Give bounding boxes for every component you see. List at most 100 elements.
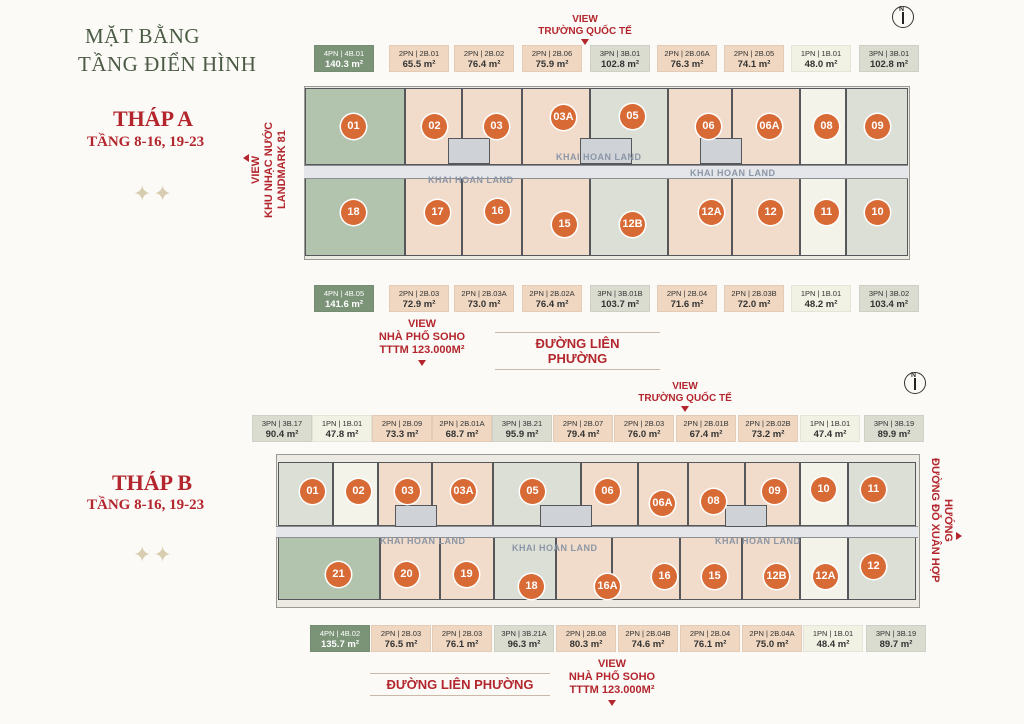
tower-b-bottom-unit-badge[interactable]: 18	[519, 574, 544, 599]
tower-b-corridor	[276, 526, 918, 538]
tower-a-bottom-unit-badge[interactable]: 10	[865, 200, 890, 225]
unit-type-label: 3PN | 3B.19	[873, 419, 915, 428]
unit-type-label: 1PN | 1B.01	[809, 419, 851, 428]
tower-a-bottom-unit-badge[interactable]: 12	[758, 200, 783, 225]
unit-area-label: 48.0 m²	[804, 59, 838, 70]
tower-b-top-unit-badge[interactable]: 11	[861, 477, 886, 502]
unit-type-label: 1PN | 1B.01	[812, 629, 854, 638]
unit-area-label: 73.3 m²	[385, 429, 419, 440]
tower-b-core-left	[395, 505, 437, 527]
tower-a-name: THÁP A	[113, 106, 194, 131]
tower-a-view-bottom: VIEW NHÀ PHỐ SOHO TTTM 123.000M²	[362, 318, 482, 366]
unit-area-label: 71.6 m²	[670, 299, 704, 310]
tower-a-bottom-unit-badge[interactable]: 12A	[699, 200, 724, 225]
arrow-down-icon	[608, 700, 616, 706]
unit-area-label: 74.6 m²	[631, 639, 665, 650]
unit-type-label: 2PN | 2B.06A	[664, 49, 710, 58]
tower-a-top-unit-badge[interactable]: 03A	[551, 105, 576, 130]
unit-area-label: 102.8 m²	[869, 59, 909, 70]
page-title-line2: TẦNG ĐIỂN HÌNH	[78, 52, 257, 76]
tower-b-bottom-unit-badge[interactable]: 12B	[764, 564, 789, 589]
unit-area-label: 48.2 m²	[804, 299, 838, 310]
tower-b-bottom-unit-badge[interactable]: 15	[702, 564, 727, 589]
tower-a-core-left	[448, 138, 490, 164]
tower-b-top-unit-badge[interactable]: 03	[395, 479, 420, 504]
unit-type-label: 1PN | 1B.01	[321, 419, 363, 428]
tower-b-top-unit-badge[interactable]: 01	[300, 479, 325, 504]
tower-b-bottom-unit-badge[interactable]: 20	[394, 562, 419, 587]
tower-a-view-top: VIEW TRƯỜNG QUỐC TẾ	[530, 14, 640, 45]
tower-b-bottom-unit-badge[interactable]: 21	[326, 562, 351, 587]
tower-a-bottom-unit-badge[interactable]: 17	[425, 200, 450, 225]
unit-area-label: 72.0 m²	[737, 299, 771, 310]
tower-a-road-label: ĐƯỜNG LIÊN PHƯỜNG	[495, 332, 660, 370]
tower-b-top-unit-badge[interactable]: 06A	[650, 491, 675, 516]
unit-type-label: 2PN | 2B.08	[565, 629, 607, 638]
unit-area-label: 102.8 m²	[600, 59, 640, 70]
unit-area-label: 103.4 m²	[869, 299, 909, 310]
tower-b-bottom-unit-badge[interactable]: 16	[652, 564, 677, 589]
unit-area-label: 76.0 m²	[627, 429, 661, 440]
unit-type-label: 2PN | 2B.01	[398, 49, 440, 58]
unit-area-label: 76.1 m²	[693, 639, 727, 650]
unit-type-label: 2PN | 2B.03	[380, 629, 422, 638]
tower-a-bottom-unit-badge[interactable]: 12B	[620, 212, 645, 237]
tower-b-bottom-unit-badge[interactable]: 12	[861, 554, 886, 579]
arrow-down-icon	[581, 39, 589, 45]
unit-type-label: 3PN | 3B.17	[261, 419, 303, 428]
tower-a-top-unit-badge[interactable]: 08	[814, 114, 839, 139]
tower-a-bottom-unit-badge[interactable]: 11	[814, 200, 839, 225]
tower-b-top-unit-badge[interactable]: 03A	[451, 479, 476, 504]
tower-a-top-unit-badge[interactable]: 06A	[757, 114, 782, 139]
tower-b-name: THÁP B	[112, 470, 193, 495]
compass-icon-b: N	[904, 372, 926, 394]
tower-b-bottom-unit-badge[interactable]: 12A	[813, 564, 838, 589]
tower-b-top-unit-badge[interactable]: 10	[811, 477, 836, 502]
tower-a-bottom-unit-badge[interactable]: 15	[552, 212, 577, 237]
unit-area-label: 80.3 m²	[569, 639, 603, 650]
tower-b-top-unit-badge[interactable]: 02	[346, 479, 371, 504]
tower-b-bottom-unit-badge[interactable]: 19	[454, 562, 479, 587]
tower-b-top-unit-badge[interactable]: 08	[701, 489, 726, 514]
tower-a-top-unit-badge[interactable]: 09	[865, 114, 890, 139]
tower-b-top-unit-badge[interactable]: 09	[762, 479, 787, 504]
tower-a-top-unit-badge[interactable]: 03	[484, 114, 509, 139]
tower-a-top-unit-badge[interactable]: 02	[422, 114, 447, 139]
tower-a-bottom-unit-badge[interactable]: 16	[485, 199, 510, 224]
unit-type-label: 3PN | 3B.01B	[597, 289, 643, 298]
tower-a-top-unit-badge[interactable]: 06	[696, 114, 721, 139]
tower-a-top-unit-badge[interactable]: 05	[620, 104, 645, 129]
tower-b-top-unit-badge[interactable]: 05	[520, 479, 545, 504]
tower-a-floors: TẦNG 8-16, 19-23	[87, 134, 205, 150]
unit-type-label: 2PN | 2B.01B	[683, 419, 729, 428]
tower-a-core-right	[700, 138, 742, 164]
tower-a-top-unit-badge[interactable]: 01	[341, 114, 366, 139]
unit-area-label: 79.4 m²	[566, 429, 600, 440]
tower-b-bottom-unit-badge[interactable]: 16A	[595, 574, 620, 599]
unit-type-label: 2PN | 2B.05	[733, 49, 775, 58]
unit-area-label: 103.7 m²	[600, 299, 640, 310]
tower-a-core-mid	[580, 138, 632, 164]
tower-a-bottom-unit-badge[interactable]: 18	[341, 200, 366, 225]
unit-type-label: 2PN | 2B.04	[689, 629, 731, 638]
tower-b-top-unit-badge[interactable]: 06	[595, 479, 620, 504]
